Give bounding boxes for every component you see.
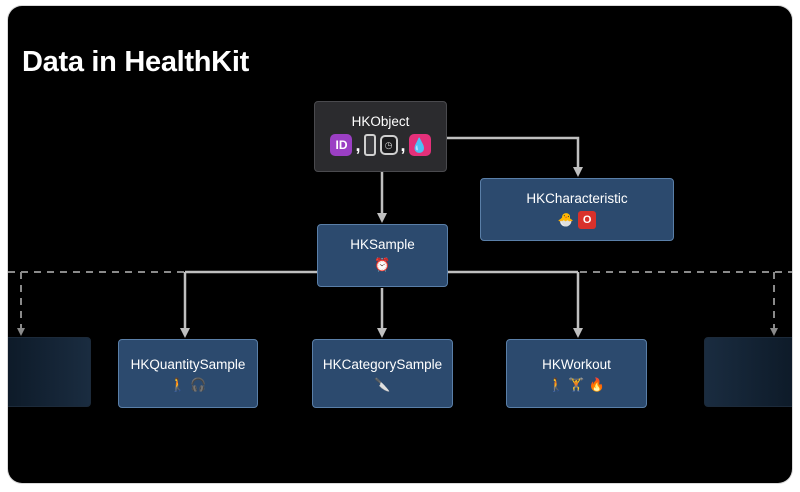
node-hkcharacteristic-icons: 🐣 O [481, 211, 673, 229]
node-hksample-label: HKSample [350, 237, 415, 252]
hatching-chick-icon: 🐣 [557, 212, 575, 227]
node-hkcategorysample-label: HKCategorySample [322, 357, 443, 372]
id-icon: ID [330, 134, 353, 156]
node-hkobject-label: HKObject [351, 114, 410, 129]
blood-type-o-icon: O [578, 211, 597, 229]
node-hkworkout: HKWorkout 🚶 🏋 🔥 [506, 339, 647, 408]
node-hkobject: HKObject ID , ◷ , 💧 [314, 101, 447, 172]
fire-icon: 🔥 [588, 377, 605, 392]
alarm-clock-icon: ⏰ [374, 257, 391, 272]
ghost-node-right [704, 337, 792, 407]
apple-watch-icon: ◷ [379, 135, 398, 155]
node-hkobject-icons: ID , ◷ , 💧 [315, 134, 446, 156]
node-hkquantitysample-icons: 🚶 🎧 [119, 377, 257, 393]
node-hkworkout-icons: 🚶 🏋 🔥 [507, 377, 646, 393]
node-hkcharacteristic: HKCharacteristic 🐣 O [480, 178, 674, 241]
blood-drop-icon: 💧 [408, 134, 431, 156]
slide: Data in HealthKit HKObject ID [8, 6, 792, 483]
walking-person-icon: 🚶 [169, 377, 186, 392]
knife-icon: 🔪 [374, 377, 391, 392]
iphone-icon [363, 134, 376, 156]
node-hkcharacteristic-label: HKCharacteristic [526, 191, 628, 206]
arrow-object-to-characteristic [447, 136, 583, 177]
node-hksample: HKSample ⏰ [317, 224, 448, 287]
slide-title: Data in HealthKit [22, 46, 249, 78]
headphones-icon: 🎧 [190, 377, 207, 392]
separator: , [355, 135, 361, 155]
node-hksample-icons: ⏰ [318, 257, 447, 273]
node-hkcategorysample-icons: 🔪 [313, 377, 452, 393]
weightlifter-icon: 🏋 [568, 377, 585, 392]
node-hkcategorysample: HKCategorySample 🔪 [312, 339, 453, 408]
walking-person-icon: 🚶 [548, 377, 565, 392]
node-hkquantitysample: HKQuantitySample 🚶 🎧 [118, 339, 258, 408]
ghost-node-left [8, 337, 91, 407]
node-hkquantitysample-label: HKQuantitySample [130, 357, 246, 372]
node-hkworkout-label: HKWorkout [542, 357, 611, 372]
separator: , [400, 135, 406, 155]
